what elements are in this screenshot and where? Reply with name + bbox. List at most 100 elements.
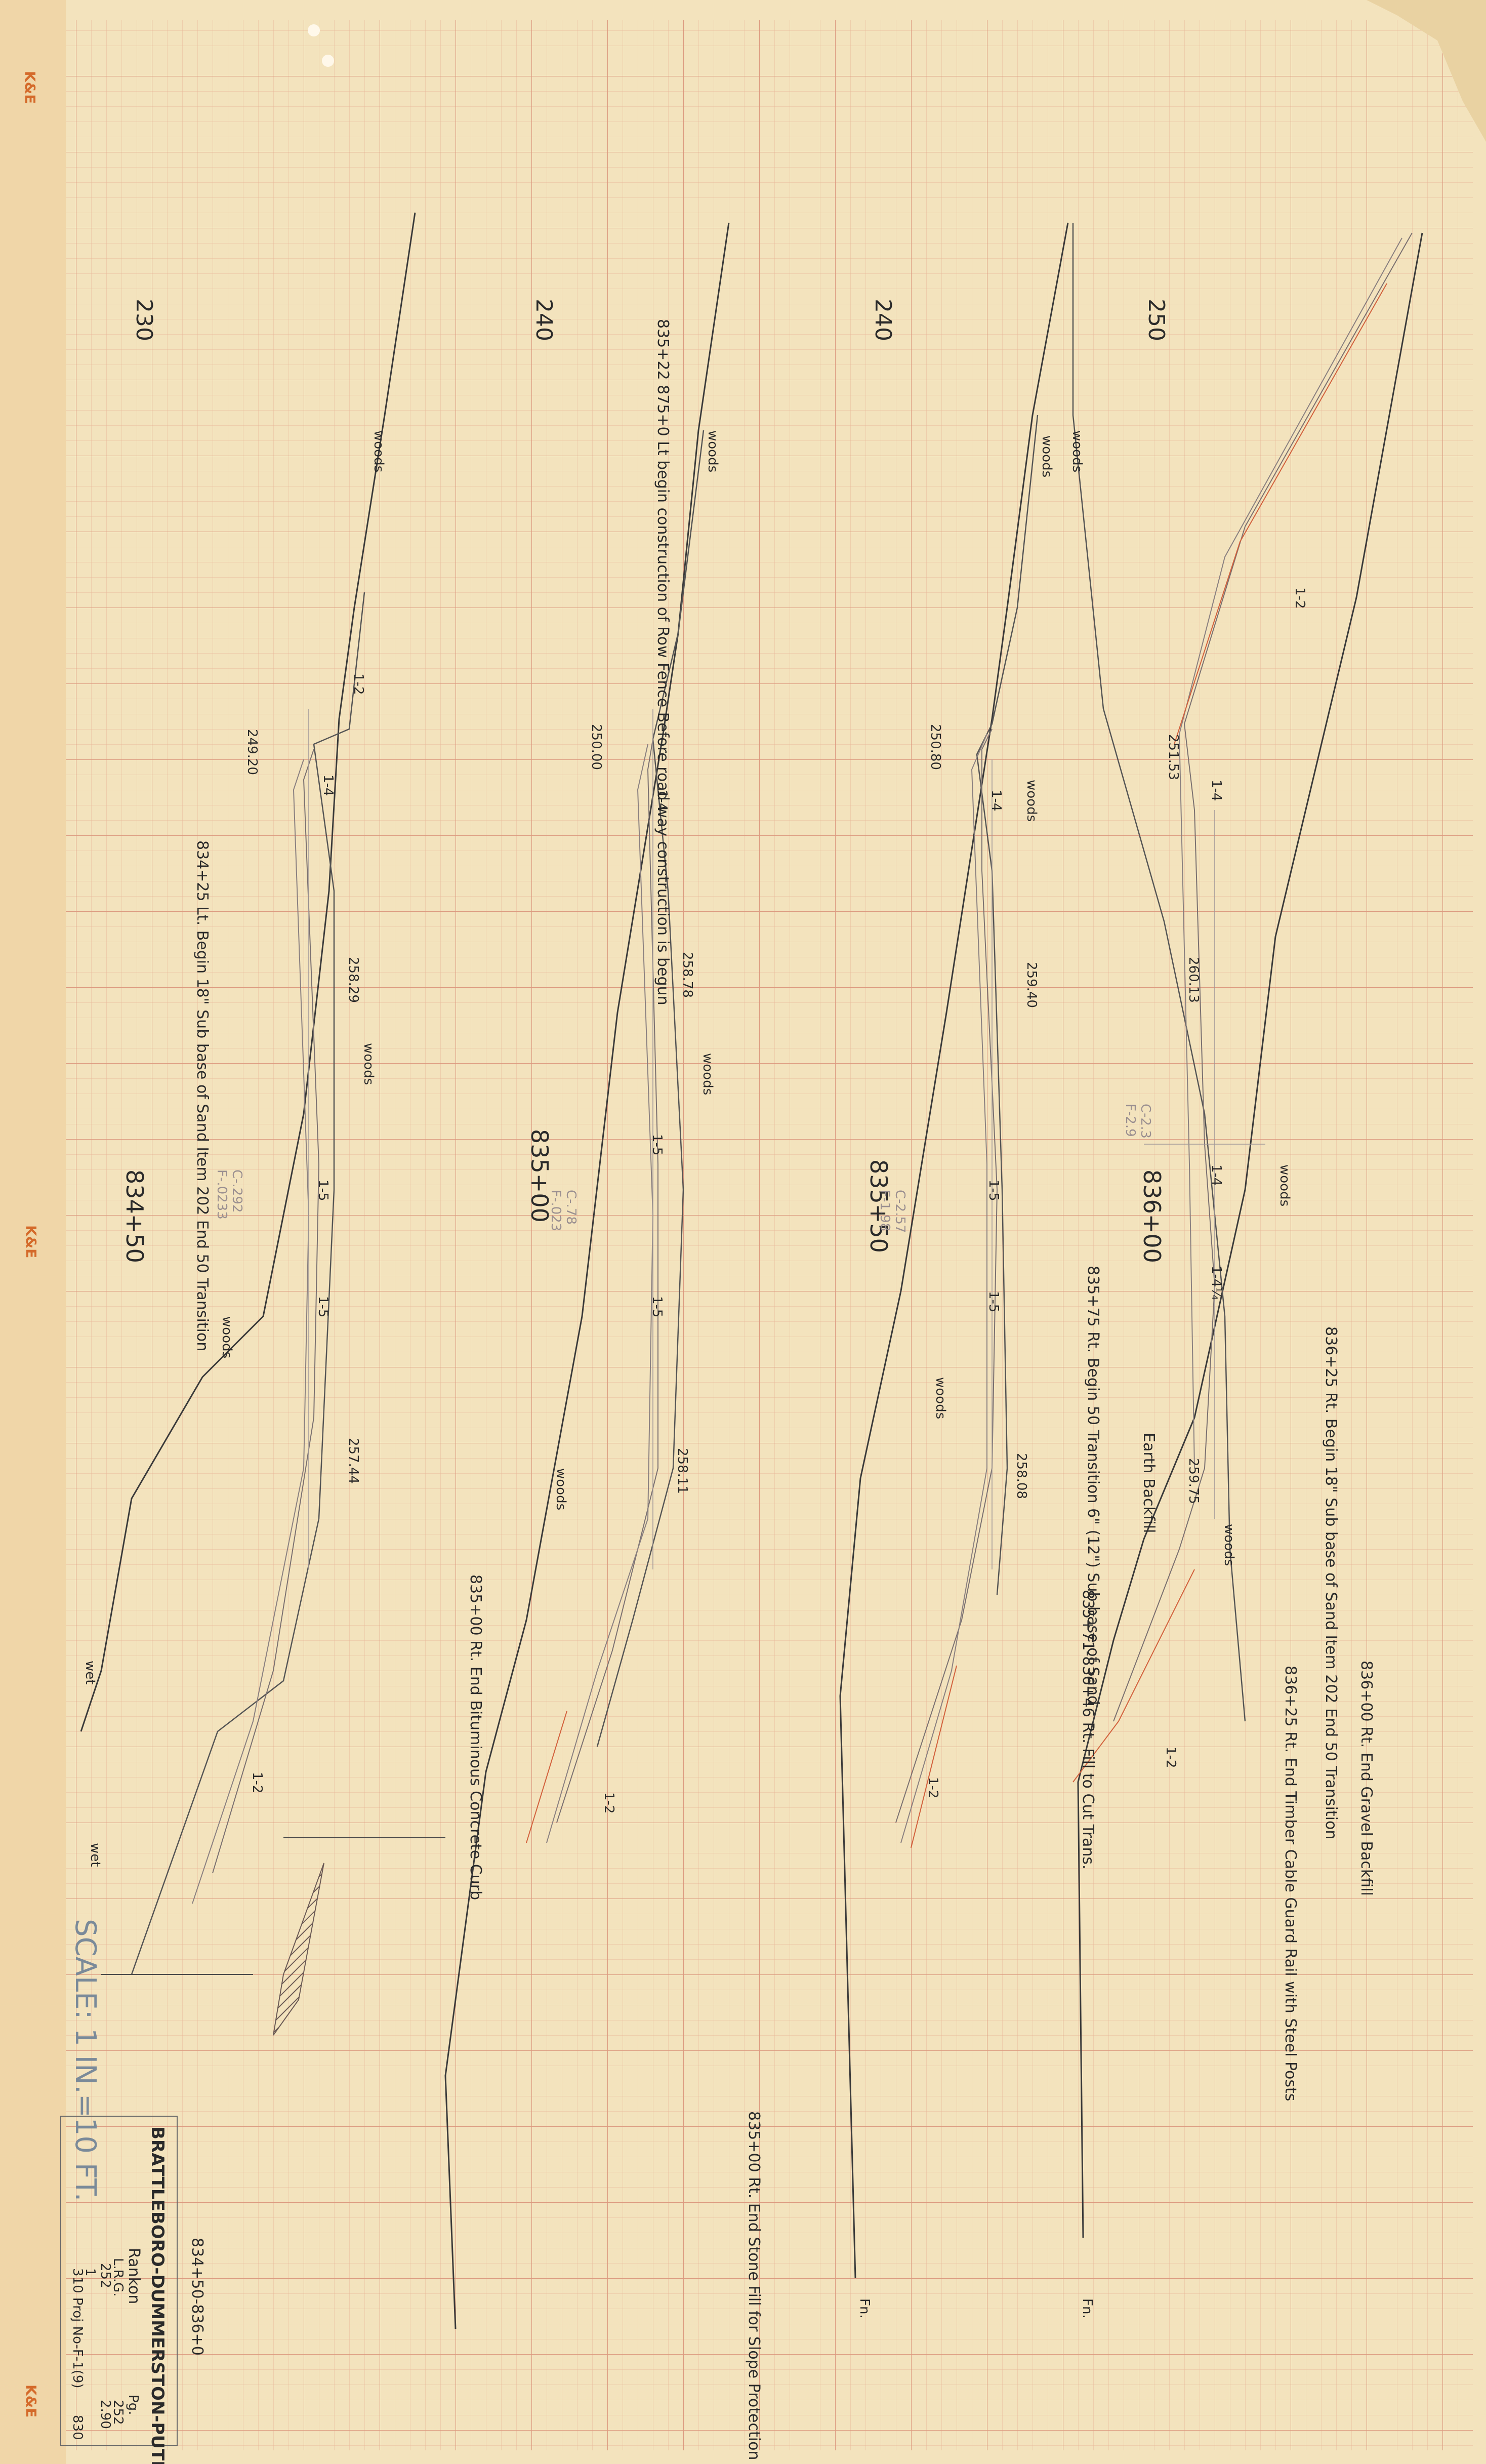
left-elevation: 250.00 xyxy=(589,724,604,770)
existing-ground xyxy=(976,415,1039,1595)
slope-label: 1-5 xyxy=(986,1180,1001,1201)
template-line xyxy=(556,739,658,1823)
station-label: 835+00 xyxy=(526,1129,553,1223)
right-elevation: 258.11 xyxy=(675,1448,690,1494)
fence-label: Fn. xyxy=(857,2298,872,2319)
woods-label: woods xyxy=(1039,435,1054,477)
ke-mark: K&E xyxy=(23,1225,39,1258)
cut-value: C-2.3 xyxy=(1138,1104,1153,1139)
right-elevation: 257.44 xyxy=(346,1438,361,1484)
slope-label: 1-2 xyxy=(1163,1747,1178,1768)
datum-label: 240 xyxy=(870,299,896,341)
note: 835+00 Rt. End Stone Fill for Slope Prot… xyxy=(745,2111,763,2460)
left-margin-strip xyxy=(0,0,66,2464)
stone-fill xyxy=(273,1863,324,2036)
note: 834+25 Lt. Begin 18" Sub base of Sand It… xyxy=(193,840,211,1351)
slope-label: 1-5 xyxy=(649,1134,665,1155)
red-line xyxy=(1174,283,1387,745)
section-834-50 xyxy=(80,212,445,2036)
section-835-50 xyxy=(839,222,1069,2279)
woods-label: woods xyxy=(1024,780,1039,822)
slope-label: 1-4¼ xyxy=(1209,1266,1224,1300)
ground-line xyxy=(444,222,730,2329)
centerline-elevation: 258.78 xyxy=(680,952,695,998)
sheet-number: 1 xyxy=(82,2268,98,2277)
wet-label: wet xyxy=(88,1843,103,1867)
datum-label: 240 xyxy=(531,299,557,341)
slope-label: 1-2 xyxy=(1292,587,1307,609)
checked-by: L.R.G. xyxy=(110,2258,126,2297)
title-block-frame xyxy=(60,2116,178,2446)
datum-labels: 250 240 240 230 xyxy=(131,299,1169,341)
slope-label: 1-5 xyxy=(986,1291,1001,1312)
ke-mark: K&E xyxy=(23,2385,39,2417)
number-value: 2.90 xyxy=(98,2400,113,2429)
woods-label: woods xyxy=(1069,430,1085,472)
section-835-00-text: 835+00 258.78 250.00 258.11 C-.78 F-.023… xyxy=(467,319,763,2460)
woods-label: woods xyxy=(219,1316,234,1358)
ground-line xyxy=(80,212,416,1732)
wet-label: wet xyxy=(82,1661,98,1684)
slope-label: 1-5 xyxy=(315,1180,331,1201)
existing-ground xyxy=(596,430,705,1747)
woods-label: woods xyxy=(371,430,386,472)
number-value: 252 xyxy=(110,2400,126,2425)
sheet-num: 830 xyxy=(70,2415,85,2440)
drawn-by: Rankon xyxy=(125,2248,143,2304)
right-elevation: 259.75 xyxy=(1186,1458,1201,1504)
fence-label: Fn. xyxy=(1080,2298,1095,2319)
datum-label: 230 xyxy=(131,299,157,341)
earth-backfill-label: Earth Backfill xyxy=(1140,1433,1158,1533)
woods-label: woods xyxy=(553,1468,568,1510)
woods-label: woods xyxy=(705,430,720,472)
title-block: BRATTLEBORO-DUMMERSTON-PUTNEY 834+50-836… xyxy=(60,2116,206,2464)
page-label: Pg. xyxy=(126,2395,141,2415)
ground-line xyxy=(1077,232,1423,2238)
slope-label: 1-4 xyxy=(654,790,670,811)
centerline-elevation: 259.40 xyxy=(1024,962,1039,1008)
fill-value: F-.0233 xyxy=(214,1169,229,1220)
slope-label: 1-5 xyxy=(649,1296,665,1317)
slope-label: 1-4 xyxy=(1209,1164,1224,1186)
note: 835+75 Rt. Begin 50 Transition 6" (12") … xyxy=(1084,1266,1102,1705)
template-line xyxy=(192,759,310,1904)
right-elevation: 258.08 xyxy=(1014,1453,1029,1499)
punch-hole xyxy=(322,55,334,67)
woods-label: woods xyxy=(700,1053,715,1095)
section-836-00 xyxy=(1072,223,1423,2238)
template-line xyxy=(546,744,654,1843)
slope-label: 1-2 xyxy=(925,1777,940,1798)
slope-label: 1-2 xyxy=(601,1792,616,1813)
left-elevation: 251.53 xyxy=(1166,734,1181,780)
number-value: 252 xyxy=(98,2263,113,2288)
centerline-elevation: 260.13 xyxy=(1186,957,1201,1003)
note: 836+25 Rt. End Timber Cable Guard Rail w… xyxy=(1282,1666,1299,2101)
template-line xyxy=(895,729,998,1823)
woods-label: woods xyxy=(361,1043,376,1085)
torn-edge xyxy=(1367,0,1486,142)
template-line xyxy=(900,734,987,1843)
cut-value: C-2.57 xyxy=(892,1190,907,1233)
section-835-50-text: 835+50 259.40 250.80 258.08 C-2.57 F-1.9… xyxy=(857,435,1102,2319)
red-line xyxy=(1072,1569,1195,1783)
existing-ground xyxy=(131,592,365,1975)
woods-label: woods xyxy=(1221,1524,1236,1566)
woods-label: woods xyxy=(933,1377,948,1419)
slope-label: 1-5 xyxy=(315,1296,331,1317)
margin-marks: K&E K&E K&E xyxy=(22,71,39,2417)
slope-label: 1-2 xyxy=(351,673,366,695)
red-line xyxy=(526,1711,567,1843)
ground-line xyxy=(839,222,1069,2279)
station-label: 834+50 xyxy=(121,1169,148,1263)
fill-value: F-2.9 xyxy=(1123,1104,1138,1137)
existing-ground xyxy=(1072,223,1246,1722)
scale-label: SCALE: 1 IN.=10 FT. xyxy=(69,1919,102,2201)
left-elevation: 249.20 xyxy=(244,729,260,775)
punch-hole xyxy=(308,24,320,36)
cut-value: C-.292 xyxy=(229,1169,244,1213)
cut-value: C-.78 xyxy=(563,1190,579,1225)
red-line xyxy=(911,1665,957,1848)
slope-label: 1-4 xyxy=(988,790,1004,811)
woods-label: woods xyxy=(1277,1164,1292,1206)
note: 836+25 Rt. Begin 18" Sub base of Sand It… xyxy=(1322,1326,1340,1839)
